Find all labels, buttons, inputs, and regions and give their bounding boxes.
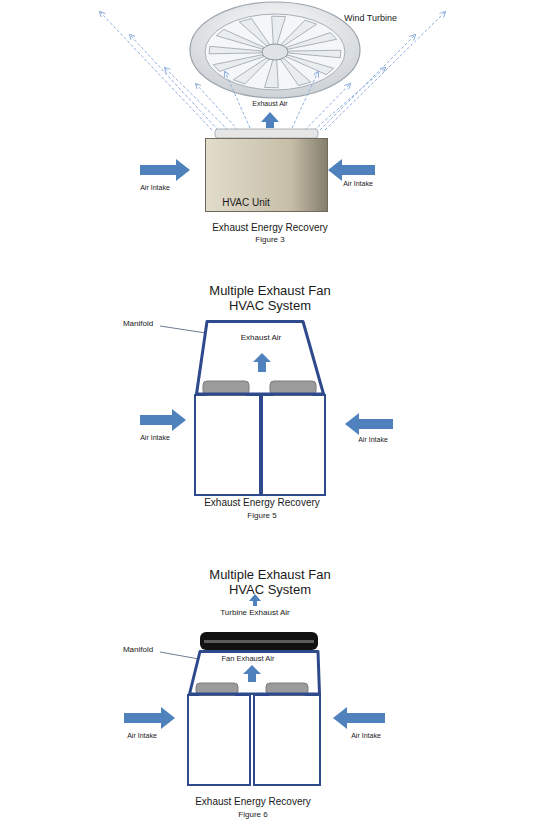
- manifold: Exhaust Air: [195, 320, 325, 395]
- node-label: HVAC Unit: [222, 197, 270, 209]
- text-label: Exhaust Energy Recovery: [212, 222, 328, 234]
- text-label: Air Intake: [343, 180, 373, 188]
- hvac-units: [188, 695, 320, 785]
- text-label: Exhaust Energy Recovery: [204, 497, 320, 509]
- manifold-outline: [190, 652, 320, 695]
- figure-title: Multiple Exhaust Fan HVAC System: [200, 284, 340, 314]
- text-label: Air Intake: [351, 732, 381, 740]
- exhaust-flow-lines: [100, 12, 445, 130]
- leader-line: [160, 326, 206, 333]
- hvac-unit: HVAC Unit: [205, 138, 328, 212]
- text-label: Air Intake: [127, 732, 157, 740]
- text-label: Manifold: [123, 319, 153, 328]
- exhaust-outlet: [215, 129, 318, 138]
- flow-arrows: [124, 594, 385, 729]
- text-label: Exhaust Energy Recovery: [195, 796, 311, 808]
- text-label: Figure 6: [238, 810, 267, 819]
- hvac-units: [195, 395, 325, 495]
- text-label: Air Intake: [140, 434, 170, 442]
- turbine-blade: [280, 58, 311, 85]
- text-label: Exhaust Air: [252, 100, 287, 108]
- node-label: Exhaust Air: [241, 333, 281, 342]
- turbine-blade: [286, 33, 337, 50]
- turbine-band: [200, 632, 318, 650]
- text-label: Wind Turbine: [344, 13, 397, 23]
- turbine-blade: [213, 55, 263, 72]
- text-label: Air Intake: [358, 436, 388, 444]
- leader-line: [160, 652, 199, 659]
- manifold: Fan Exhaust Air: [188, 650, 321, 695]
- turbine-blade: [272, 16, 286, 44]
- manifold-outline: [197, 322, 324, 395]
- turbine-blade: [209, 46, 261, 54]
- text-label: Manifold: [123, 645, 153, 654]
- text-label: Turbine Exhaust Air: [220, 608, 290, 617]
- manifold-outline: [195, 320, 325, 395]
- turbine-blade: [265, 60, 279, 88]
- text-label: Figure 5: [247, 511, 276, 520]
- node-label: Fan Exhaust Air: [222, 655, 275, 664]
- turbine-blade: [239, 19, 270, 46]
- turbine-blade: [289, 50, 341, 58]
- figure-title: Multiple Exhaust Fan HVAC System: [200, 568, 340, 598]
- wind-turbine: [190, 2, 360, 98]
- text-label: Air Intake: [140, 184, 170, 192]
- text-label: Figure 3: [255, 235, 284, 244]
